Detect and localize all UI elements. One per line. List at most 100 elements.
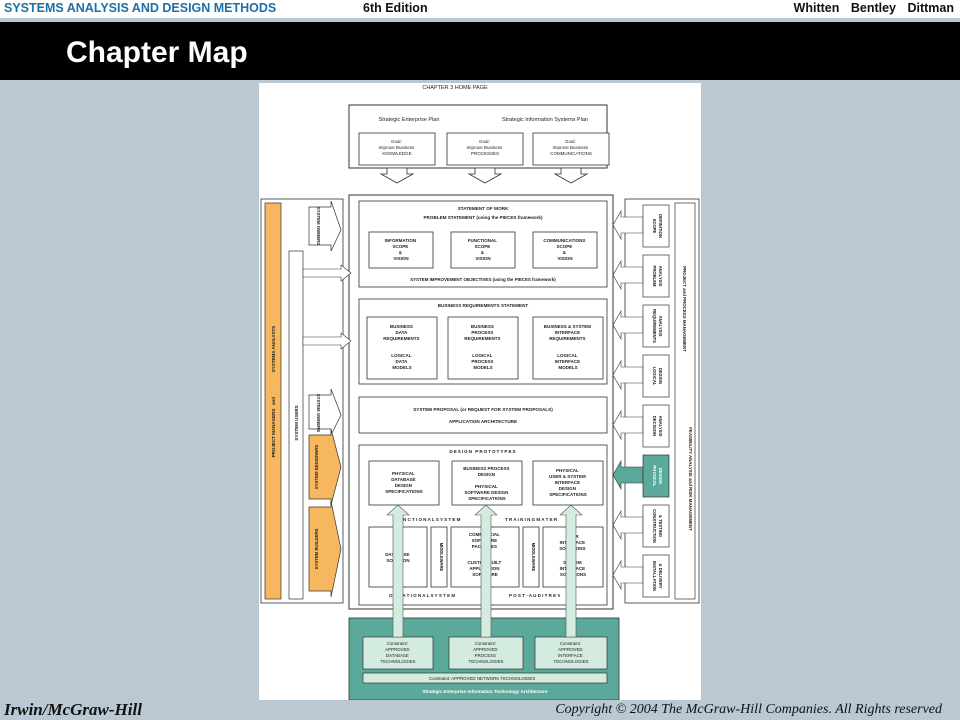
phase-arrow: [612, 409, 644, 441]
phase-installation: INSTALLATION& DELIVERY: [612, 554, 670, 598]
phase-label: DECISION: [652, 416, 657, 436]
project-mgmt-label: PROJECT and PROCESS MANAGEMENT: [682, 266, 687, 352]
publisher-label: Irwin/McGraw-Hill: [4, 700, 142, 719]
owners-arrow: [308, 388, 342, 436]
requirements-box: BUSINESS PROCESS REQUIREMENTS LOGICAL PR…: [447, 316, 519, 380]
phase-arrow: [612, 209, 644, 241]
design-spec-box: BUSINESS PROCESS DESIGN PHYSICAL SOFTWAR…: [451, 460, 523, 506]
phase-box: [642, 554, 670, 598]
phase-label: SCOPE: [652, 219, 657, 234]
constraint-arrow: [474, 504, 498, 638]
phase-label: DEFINITION: [658, 214, 663, 238]
svg-text:Goal: Improve Business: Goal: Improve Business COMMUNICATIONS: [550, 139, 592, 156]
post-audit-label: P O S T - A U D I T R E V: [509, 593, 560, 598]
application-architecture-label: APPLICATION ARCHITECTURE: [449, 419, 517, 424]
phase-arrow: [612, 459, 644, 491]
svg-text:BUSINESS DATA REQU: BUSINESS DATA REQUIREMENTS LOGICAL DATA …: [383, 324, 421, 370]
phase-arrow: [612, 259, 644, 291]
business-requirements-label: BUSINESS REQUIREMENTS STATEMENT: [438, 303, 529, 308]
middleware-label: MIDDLEWARE: [439, 543, 444, 572]
phase-box: [642, 504, 670, 548]
statement-of-work-label: STATEMENT OF WORK: [458, 206, 510, 211]
designers-label: SYSTEM DESIGNERS: [314, 445, 319, 489]
design-prototypes-label: DESIGN PROTOTYPES: [449, 449, 516, 454]
authors: Whitten Bentley Dittman: [793, 1, 954, 15]
scope-box: COMMUNICATIONS SCOPE & VISION: [532, 231, 598, 269]
requirements-box: BUSINESS DATA REQUIREMENTS LOGICAL DATA …: [366, 316, 438, 380]
problem-statement-label: PROBLEM STATEMENT (using the PIECES fram…: [423, 215, 542, 220]
svg-text:Constraint: APPROVED: Constraint: APPROVED PROCESS TECHNOLOGIE…: [469, 641, 504, 664]
svg-text:PHYSICAL DATABASE: PHYSICAL DATABASE DESIGN SPECIFICATIONS: [385, 471, 422, 494]
designers-arrow: [308, 428, 342, 506]
builders-arrow: [308, 500, 342, 598]
constraint-arrow: [386, 504, 410, 638]
svg-text:PHYSICAL USER & SYSTEM: PHYSICAL USER & SYSTEM INTERFACE DESIGN …: [549, 468, 587, 497]
phase-label: & DELIVERY: [658, 564, 663, 589]
middleware-label: MIDDLEWARE: [531, 543, 536, 572]
phase-label: ANALYSIS: [658, 266, 663, 287]
home-page-label: CHAPTER 3 HOME PAGE: [422, 85, 488, 91]
phase-label: DESIGN: [658, 468, 663, 484]
functional-system-label: F N C T I O N A L S Y S T E M: [399, 517, 461, 522]
svg-text:INFORMATION SCOPE: INFORMATION SCOPE & VISION: [385, 238, 418, 261]
edition-label: 6th Edition: [363, 1, 428, 15]
chapter-map-diagram: CHAPTER 3 HOME PAGE Strategic Enterprise…: [259, 83, 701, 700]
owners-arrow: [308, 200, 342, 252]
design-spec-box: PHYSICAL USER & SYSTEM INTERFACE DESIGN …: [532, 460, 604, 506]
constraint-box: Constraint: APPROVED PROCESS TECHNOLOGIE…: [448, 636, 524, 670]
scope-box: INFORMATION SCOPE & VISION: [368, 231, 434, 269]
owners-label: SYSTEM OWNERS: [316, 394, 321, 432]
enterprise-plan-label: Strategic Enterprise Plan: [379, 117, 440, 123]
phase-label: CONSTRUCTION: [652, 509, 657, 543]
phase-box: [642, 304, 670, 348]
phase-label: ANALYSIS: [658, 416, 663, 437]
it-architecture-label: Strategic Enterprise Information Technol…: [422, 689, 548, 694]
phase-label: LOGICAL: [652, 367, 657, 386]
design-spec-box: PHYSICAL DATABASE DESIGN SPECIFICATIONS: [368, 460, 440, 506]
system-proposal-box: [358, 396, 608, 434]
phase-arrow: [612, 559, 644, 591]
svg-text:Goal: Improve Business: Goal: Improve Business KNOWLEDGE: [378, 139, 415, 156]
svg-text:BUSINESS PROCESS R: BUSINESS PROCESS REQUIREMENTS LOGICAL PR…: [464, 324, 502, 370]
scope-box: FUNCTIONAL SCOPE & VISION: [450, 231, 516, 269]
goal-box: Goal: Improve Business KNOWLEDGE: [358, 132, 436, 166]
slide-title: Chapter Map: [66, 36, 248, 69]
phase-label: INSTALLATION: [652, 561, 657, 591]
phase-label: PROBLEM: [652, 266, 657, 287]
is-plan-label: Strategic Information Systems Plan: [502, 117, 588, 123]
network-constraint-label: Constraint: APPROVED NETWORK TECHNOLOGIE…: [429, 676, 535, 681]
constraint-box: Constraint: APPROVED INTERFACE TECHNOLOG…: [534, 636, 608, 670]
project-managers-label: PROJECT MANAGERS: [271, 409, 276, 458]
phase-arrow: [612, 309, 644, 341]
middleware-box: [430, 526, 448, 588]
goal-box: Goal: Improve Business COMMUNICATIONS: [532, 132, 610, 166]
phase-box: [642, 454, 670, 498]
project-managers-bar: [264, 202, 282, 600]
operational-system-label: O E R A T I O N A L S Y S T E M: [389, 593, 455, 598]
phase-label: PHYSICAL: [652, 465, 657, 487]
builders-label: SYSTEM BUILDERS: [314, 528, 319, 569]
systems-analysts-label: SYSTEMS ANALYSTS: [271, 326, 276, 372]
improvement-objectives-label: SYSTEM IMPROVEMENT OBJECTIVES (using the…: [410, 277, 556, 282]
svg-text:Constraint: APPROVED: Constraint: APPROVED DATABASE TECHNOLOGI…: [381, 641, 416, 664]
header-bar: [0, 0, 960, 18]
system-users-label: SYSTEM USERS: [294, 405, 299, 440]
phase-arrow: [612, 359, 644, 391]
phase-construction: CONSTRUCTION& TESTING: [612, 504, 670, 548]
book-title: SYSTEMS ANALYSIS AND DESIGN METHODS: [4, 1, 277, 15]
constraint-arrow: [559, 504, 583, 638]
svg-text:Goal: Improve Business: Goal: Improve Business PROCESSES: [466, 139, 503, 156]
constraint-box: Constraint: APPROVED DATABASE TECHNOLOGI…: [362, 636, 434, 670]
svg-text:FUNCTIONAL SCOPE &: FUNCTIONAL SCOPE & VISION: [468, 238, 498, 261]
phase-label: ANALYSIS: [658, 316, 663, 337]
svg-text:BUSINESS & SYSTEM INTERF: BUSINESS & SYSTEM INTERFACE REQUIREMENTS…: [544, 324, 593, 370]
phase-arrow: [612, 509, 644, 541]
goal-arrow: [467, 167, 503, 184]
training-materials-label: T R A I N I N G M A T E R: [505, 517, 558, 522]
owners-label: SYSTEM OWNERS: [316, 207, 321, 245]
phase-label: REQUIREMENTS: [652, 309, 657, 343]
